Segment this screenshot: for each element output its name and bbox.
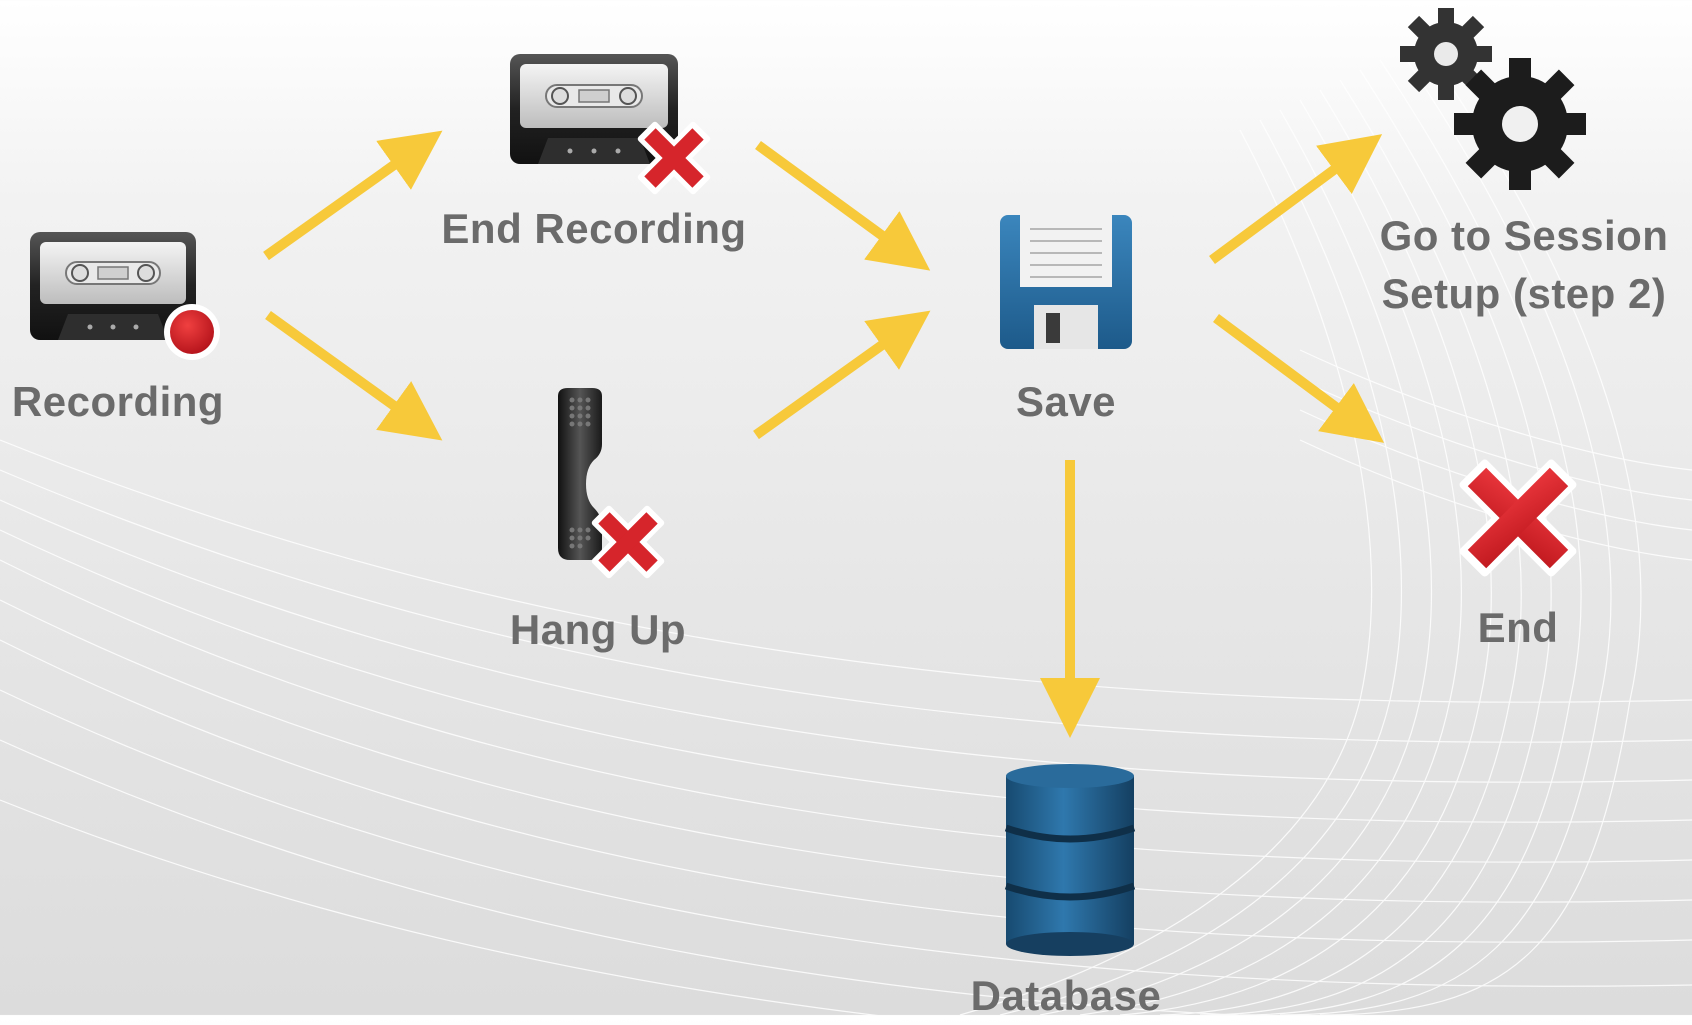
node-label-session-setup-line1: Go to Session [1379, 212, 1669, 259]
gears-icon [1400, 8, 1586, 190]
arrow-save-to-end [1213, 313, 1385, 443]
cassette-stop-icon [510, 54, 711, 195]
node-label-session-setup: Go to Session Setup (step 2) [1380, 207, 1669, 323]
node-label-hang-up: Hang Up [509, 606, 687, 653]
cassette-record-icon [30, 232, 220, 360]
arrow-recording-to-hang-up [265, 310, 443, 441]
node-label-session-setup-line2: Setup (step 2) [1381, 270, 1667, 317]
node-label-recording: Recording [11, 378, 225, 425]
arrow-hang-up-to-save [753, 310, 931, 440]
node-label-end-recording: End Recording [441, 205, 747, 252]
arrow-recording-to-end-recording [263, 130, 443, 261]
floppy-disk-icon [1000, 215, 1132, 349]
node-label-end: End [1477, 604, 1559, 651]
node-label-save: Save [1015, 378, 1117, 425]
database-icon [1004, 764, 1136, 956]
phone-hangup-icon [558, 388, 665, 579]
arrow-end-recording-to-save [755, 140, 931, 271]
red-x-icon [1459, 459, 1577, 577]
arrow-save-to-session-setup [1209, 134, 1383, 265]
node-label-database: Database [970, 972, 1162, 1019]
